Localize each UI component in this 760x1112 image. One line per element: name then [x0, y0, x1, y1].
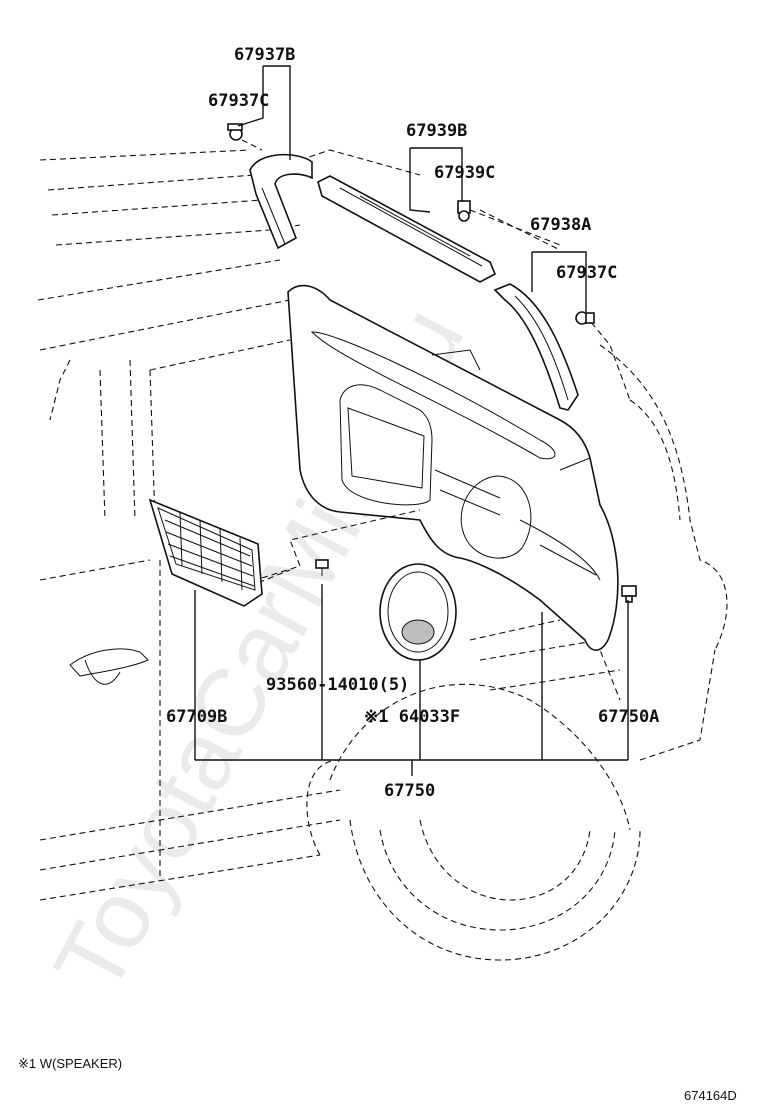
footnote: ※1 W(SPEAKER)	[18, 1056, 122, 1071]
part-64033f-speaker	[379, 563, 457, 661]
part-67938a-garnish	[493, 283, 579, 411]
label-67750a: 67750A	[598, 707, 659, 727]
label-67937b: 67937B	[234, 45, 295, 65]
label-67938a: 67938A	[530, 215, 591, 235]
part-67939b-strip	[317, 175, 497, 283]
label-67939b: 67939B	[406, 121, 467, 141]
label-64033f: ※1 64033F	[364, 707, 460, 727]
vehicle-body-outline	[37, 149, 728, 961]
leader-lines	[194, 65, 629, 776]
part-67709b-net	[148, 498, 421, 607]
diagram-code: 674164D	[684, 1088, 737, 1103]
label-93560: 93560-14010(5)	[266, 675, 409, 695]
clip-67939c	[457, 200, 561, 246]
label-67937c-top: 67937C	[208, 91, 269, 111]
door-handle	[69, 648, 149, 685]
label-67750: 67750	[384, 781, 435, 801]
clip-67937c-right	[575, 311, 595, 325]
label-67709b: 67709B	[166, 707, 227, 727]
clip-67750a	[621, 585, 637, 603]
part-67750-side-panel	[287, 284, 619, 651]
part-67937b-garnish	[249, 153, 313, 250]
label-67937c-right: 67937C	[556, 263, 617, 283]
label-67939c: 67939C	[434, 163, 495, 183]
screw-93560	[315, 559, 329, 576]
clip-67937c-top	[227, 123, 263, 151]
